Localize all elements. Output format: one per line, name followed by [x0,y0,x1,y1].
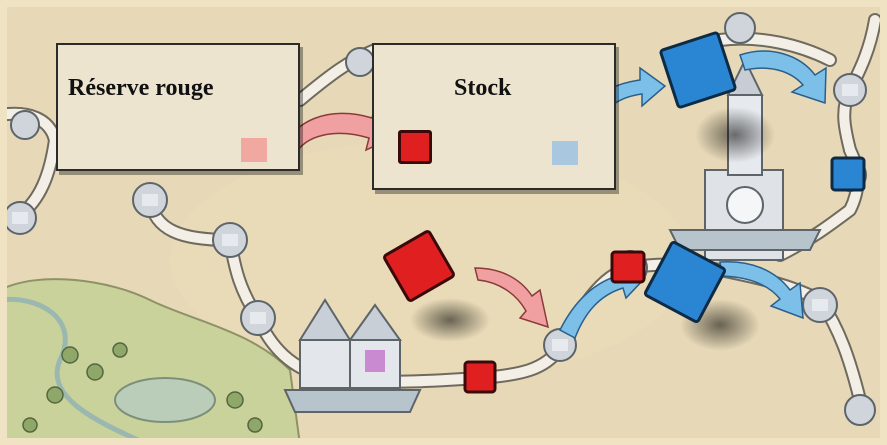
lake-icon [115,378,215,422]
red-cube[interactable] [465,362,495,392]
red-cube-in-stock[interactable] [398,130,432,164]
red-reserve-slot[interactable] [241,138,267,162]
red-reserve-panel: Réserve rouge [56,43,300,171]
cube-shadow [410,298,490,342]
red-reserve-label: Réserve rouge [68,75,214,102]
stock-panel: Stock [372,43,616,190]
blue-cube[interactable] [832,158,864,190]
stock-slot[interactable] [552,141,578,165]
cube-shadow [695,107,775,163]
stock-label: Stock [454,75,511,102]
red-cube[interactable] [612,252,644,282]
